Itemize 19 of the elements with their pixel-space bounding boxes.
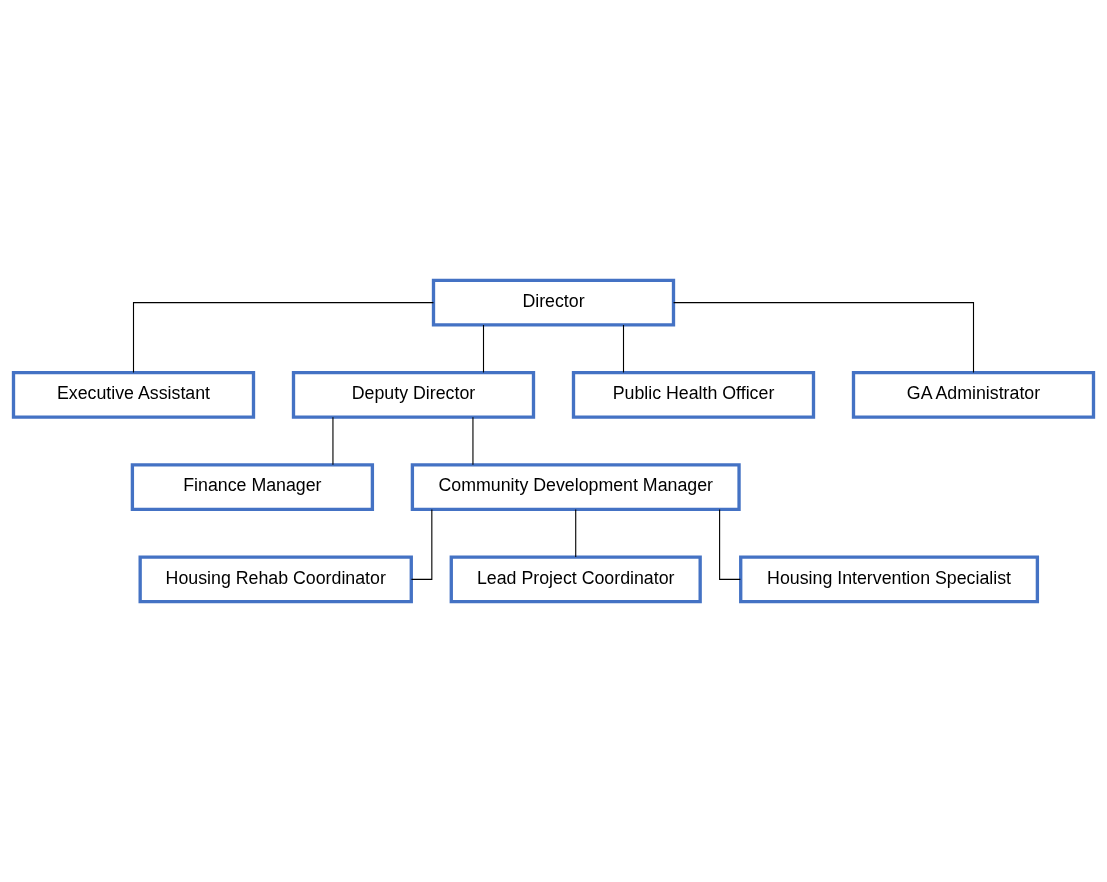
connector: [575, 508, 577, 558]
node-box: Director: [431, 278, 676, 327]
node-box: Finance Manager: [130, 463, 375, 511]
node-box: GA Administrator: [851, 371, 1096, 419]
connector: [673, 302, 975, 374]
connector: [132, 302, 434, 374]
node-box: Public Health Officer: [571, 371, 816, 419]
connector: [472, 416, 474, 466]
node-box: Housing Intervention Specialist: [739, 555, 1040, 604]
node-box: Housing Rehab Coordinator: [138, 555, 413, 604]
node-box: Executive Assistant: [11, 371, 256, 419]
connector: [410, 508, 433, 580]
connector: [332, 416, 334, 466]
connector: [719, 508, 741, 580]
node-box: Deputy Director: [291, 371, 536, 419]
node-box: Lead Project Coordinator: [449, 555, 702, 604]
connector: [482, 324, 485, 373]
node-box: Community Development Manager: [410, 463, 741, 511]
connector: [622, 324, 625, 373]
